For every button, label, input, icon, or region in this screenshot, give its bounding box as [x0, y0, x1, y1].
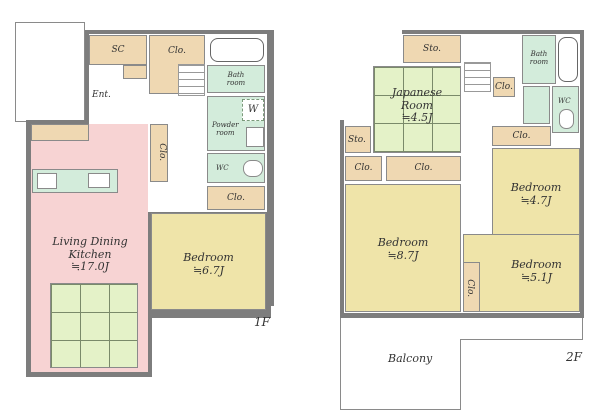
- label-line: Bedroom: [377, 236, 429, 249]
- label-line: Bedroom: [183, 251, 234, 264]
- bathtub-icon: [210, 38, 264, 62]
- room-closet-vertical-2f: Clo.: [463, 262, 480, 312]
- balcony-left: [340, 316, 461, 410]
- label-line: room: [226, 79, 246, 88]
- label-line: ≒4.7J: [520, 193, 552, 207]
- exterior: [370, 30, 402, 62]
- label-line: Bedroom: [511, 258, 562, 271]
- label-line: Kitchen: [68, 247, 112, 261]
- room-label: WC: [216, 164, 229, 172]
- label-line: Bath: [227, 71, 245, 79]
- room-label: Clo.: [157, 143, 168, 162]
- room-entrance: Ent.: [92, 90, 111, 100]
- room-label: Sto.: [423, 44, 441, 54]
- label-line: Living Dining: [52, 235, 128, 248]
- label-line: Powder: [212, 121, 239, 129]
- room-label: WC: [558, 97, 571, 105]
- label-line: ≒17.0J: [70, 260, 110, 274]
- toilet-icon: [559, 109, 574, 129]
- room-closet-b: Clo.: [386, 156, 461, 181]
- room-label: Clo.: [354, 163, 373, 173]
- sink-icon: [88, 173, 110, 188]
- room-label: Clo.: [414, 163, 433, 173]
- room-label: Clo.: [227, 193, 245, 203]
- room-bedroom-1f: Bedroom≒6.7J: [151, 213, 266, 310]
- floor-label-2f: 2F: [566, 350, 582, 364]
- washer-space: W: [242, 99, 264, 121]
- kitchen-cabinet: [31, 124, 89, 141]
- room-closet-a: Clo.: [345, 156, 382, 181]
- room-label: Clo.: [465, 279, 476, 298]
- label-line: Bedroom: [510, 181, 562, 194]
- room-storage-left: Sto.: [345, 126, 371, 153]
- stairs-2f: [464, 62, 491, 92]
- room-bedroom-large: Bedroom≒8.7J: [345, 184, 461, 312]
- stove-icon: [37, 173, 57, 189]
- room-wc: WC: [207, 153, 265, 183]
- exterior: [340, 30, 370, 120]
- porch: [15, 22, 85, 122]
- room-closet-c: Clo.: [492, 126, 551, 146]
- room-closet-right: Clo.: [207, 186, 265, 210]
- room-label: Sto.: [348, 135, 366, 145]
- label-line: Bath: [530, 50, 548, 58]
- floor-label-1f: 1F: [254, 315, 270, 329]
- label-line: ≒6.7J: [192, 263, 225, 277]
- label-line: room: [216, 129, 235, 138]
- bathtub-icon: [558, 37, 578, 82]
- room-bedroom-right-bottom: Bedroom≒5.1J: [463, 234, 580, 312]
- label-line: ≒4.5J: [401, 111, 433, 125]
- room-bedroom-right-top: Bedroom≒4.7J: [492, 148, 580, 234]
- room-label: SC: [111, 45, 125, 55]
- label-line: Japanese: [391, 86, 443, 99]
- room-closet-vertical: Clo.: [150, 124, 168, 182]
- label-line: ≒8.7J: [387, 248, 419, 262]
- balcony-right: [460, 316, 583, 340]
- stairs-1f: [178, 64, 205, 96]
- tatami-area: [50, 283, 138, 368]
- room-sc: SC: [89, 35, 147, 65]
- room-wc-2f: WC: [552, 86, 579, 133]
- room-label: Clo.: [168, 46, 186, 56]
- room-balcony: Balcony: [388, 352, 433, 365]
- label-line: room: [529, 58, 549, 67]
- room-label: Clo.: [512, 131, 531, 141]
- toilet-icon: [243, 160, 263, 177]
- label-line: ≒5.1J: [520, 270, 553, 284]
- sink-icon: [246, 127, 264, 147]
- label-line: Room: [401, 98, 433, 112]
- washroom-2f: [523, 86, 550, 124]
- room-label: Clo.: [495, 82, 513, 92]
- room-storage-top: Sto.: [403, 35, 461, 63]
- shoe-closet: [123, 65, 147, 79]
- room-closet-stair: Clo.: [493, 77, 515, 97]
